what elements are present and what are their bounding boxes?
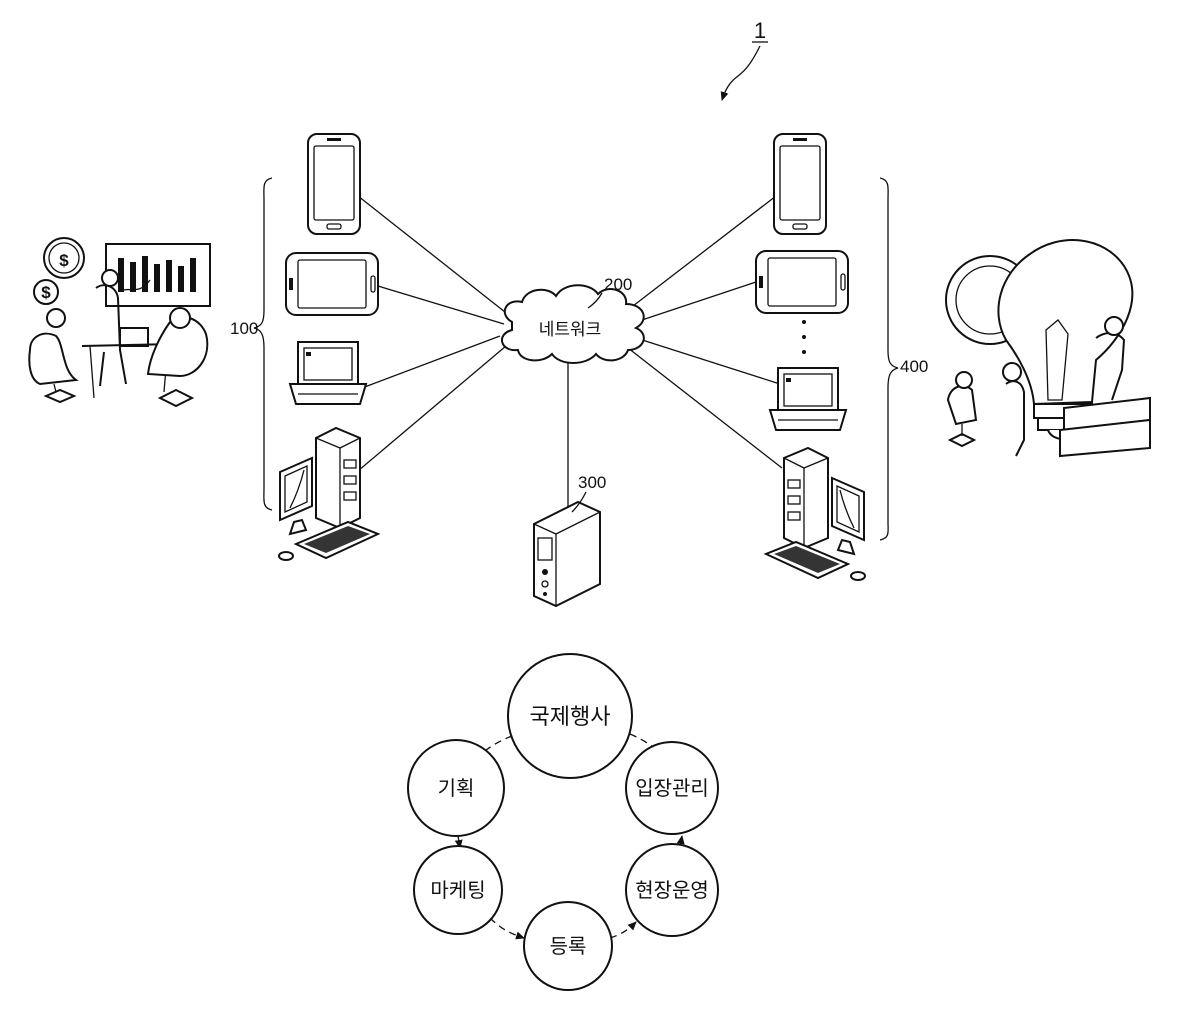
dollar-coin-large-icon: $ — [59, 251, 69, 270]
partner-laptop-icon — [770, 368, 846, 430]
client-smartphone-icon — [308, 134, 360, 234]
center-event-label: 국제행사 — [530, 705, 611, 730]
partner-tablet-icon — [756, 251, 848, 313]
client-meeting-illustration: $ $ — [29, 238, 210, 406]
cycle-node-planning-label: 기획 — [438, 776, 475, 800]
partner-group-bracket — [880, 178, 898, 540]
client-desktop-icon — [279, 428, 378, 560]
cycle-node-marketing-label: 마케팅 — [430, 878, 485, 902]
cycle-node-registration-label: 등록 — [550, 934, 587, 958]
client-laptop-icon — [290, 342, 366, 404]
dollar-coin-small-icon: $ — [41, 283, 51, 302]
network-label: 네트워크 — [539, 320, 602, 340]
client-tablet-icon — [286, 253, 378, 315]
system-ref-label: 1 — [754, 18, 766, 43]
cycle-node-admission-label: 입장관리 — [635, 776, 709, 800]
partner-idea-illustration — [946, 240, 1150, 456]
server-icon — [534, 502, 600, 606]
network-ref: 200 — [604, 275, 632, 294]
cycle-diagram: 국제행사 기획 마케팅 등록 현장운영 입장관리 — [408, 654, 718, 990]
client-group-ref: 100 — [230, 319, 258, 338]
client-group-bracket — [254, 178, 272, 510]
server-ref: 300 — [578, 473, 606, 492]
partner-group-ref: 400 — [900, 357, 928, 376]
partner-smartphone-icon — [774, 134, 826, 234]
system-ref-arrow — [722, 46, 760, 100]
ellipsis-dots-icon — [802, 320, 806, 354]
cycle-node-onsite-operation-label: 현장운영 — [635, 878, 709, 902]
